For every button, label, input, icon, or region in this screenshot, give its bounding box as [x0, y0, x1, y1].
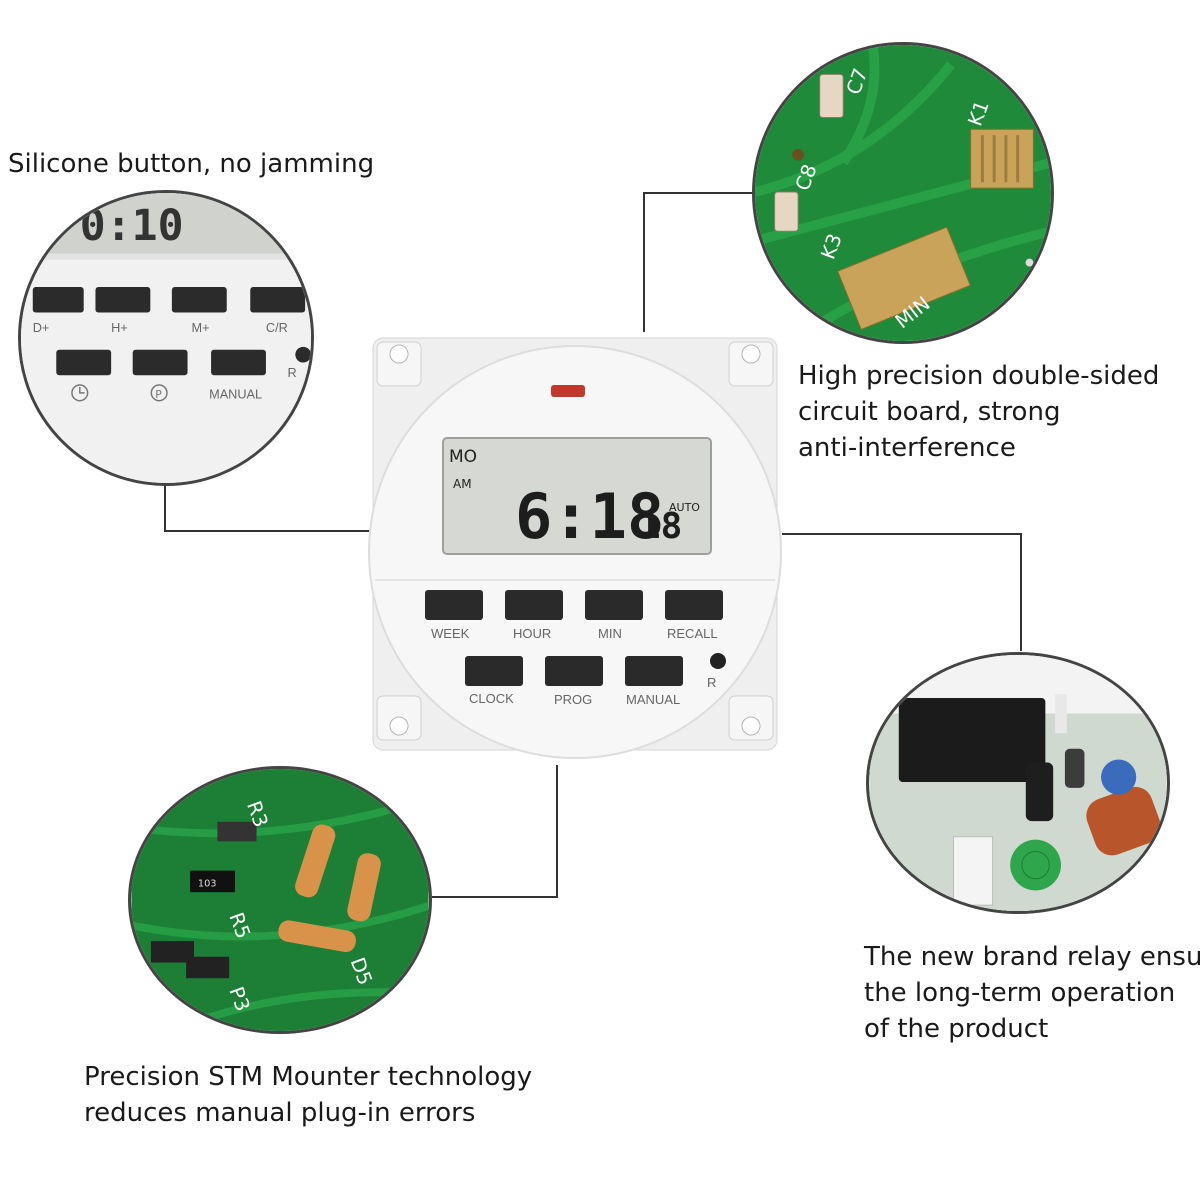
clock-button-label: CLOCK — [469, 691, 514, 706]
caption-line: The new brand relay ensures — [864, 942, 1200, 972]
week-button-label: WEEK — [431, 626, 470, 641]
recall-button[interactable] — [665, 590, 723, 620]
lcd-time: 6:18 — [515, 480, 664, 553]
caption-relay: The new brand relay ensures the long-ter… — [864, 939, 1200, 1047]
connector-line — [432, 896, 558, 898]
connector-line — [782, 533, 1022, 535]
hour-button-label: HOUR — [513, 626, 551, 641]
reset-button[interactable] — [710, 653, 726, 669]
manual-button[interactable] — [625, 656, 683, 686]
circuit-board-closeup-image: C7 C8 K1 K3 MIN — [752, 42, 1054, 344]
relay-closeup-image — [866, 652, 1170, 914]
pcb-label: 103 — [198, 878, 217, 889]
min-button[interactable] — [585, 590, 643, 620]
connector-line — [164, 530, 370, 532]
hour-button[interactable] — [505, 590, 563, 620]
caption-line: High precision double-sided — [798, 361, 1160, 391]
min-button-label: MIN — [598, 626, 622, 641]
caption-line: of the product — [864, 1014, 1049, 1044]
caption-line: circuit board, strong — [798, 397, 1061, 427]
connector-line — [164, 470, 166, 532]
caption-line: reduces manual plug-in errors — [84, 1098, 476, 1128]
caption-smt: Precision STM Mounter technology reduces… — [84, 1059, 532, 1131]
svg-text:0:10: 0:10 — [80, 201, 184, 251]
zoom-key-label: C/R — [266, 320, 288, 335]
caption-line: Silicone button, no jamming — [8, 149, 375, 179]
caption-silicone-button: Silicone button, no jamming — [8, 146, 374, 182]
connector-line — [1020, 533, 1022, 651]
clock-button[interactable] — [465, 656, 523, 686]
prog-button-label: PROG — [554, 692, 592, 707]
manual-button-label: MANUAL — [626, 692, 680, 707]
svg-text:P: P — [155, 388, 162, 401]
reset-button-label: R — [707, 675, 716, 690]
lcd-screen — [442, 437, 712, 555]
caption-line: the long-term operation — [864, 978, 1176, 1008]
clock-icon — [71, 384, 89, 402]
program-icon — [150, 384, 168, 402]
buttons-closeup-image: 0:10 D+ H+ M+ C/R MANUAL R P — [18, 190, 314, 486]
lcd-day: MO — [449, 447, 477, 467]
smt-board-closeup-image: R3 R5 P3 D5 103 — [128, 766, 432, 1034]
connector-line — [643, 192, 755, 194]
zoom-key-label: D+ — [33, 320, 50, 335]
recall-button-label: RECALL — [667, 626, 718, 641]
caption-line: Precision STM Mounter technology — [84, 1062, 533, 1092]
zoom-key-label: MANUAL — [209, 387, 262, 402]
connector-line — [643, 192, 645, 332]
week-button[interactable] — [425, 590, 483, 620]
zoom-key-label: M+ — [191, 320, 209, 335]
lcd-ampm: AM — [453, 477, 472, 491]
caption-line: anti-interference — [798, 433, 1016, 463]
lcd-mode: AUTO — [669, 501, 700, 514]
prog-button[interactable] — [545, 656, 603, 686]
zoom-key-label: H+ — [111, 320, 128, 335]
connector-line — [556, 765, 558, 898]
status-led — [551, 385, 585, 397]
zoom-key-label: R — [287, 365, 296, 380]
caption-circuit-board: High precision double-sided circuit boar… — [798, 358, 1159, 466]
lcd-seconds: 18 — [639, 506, 682, 547]
digital-timer-switch: MO AM 6:18 18 AUTO WEEK HOUR MIN RECALL … — [355, 330, 795, 780]
